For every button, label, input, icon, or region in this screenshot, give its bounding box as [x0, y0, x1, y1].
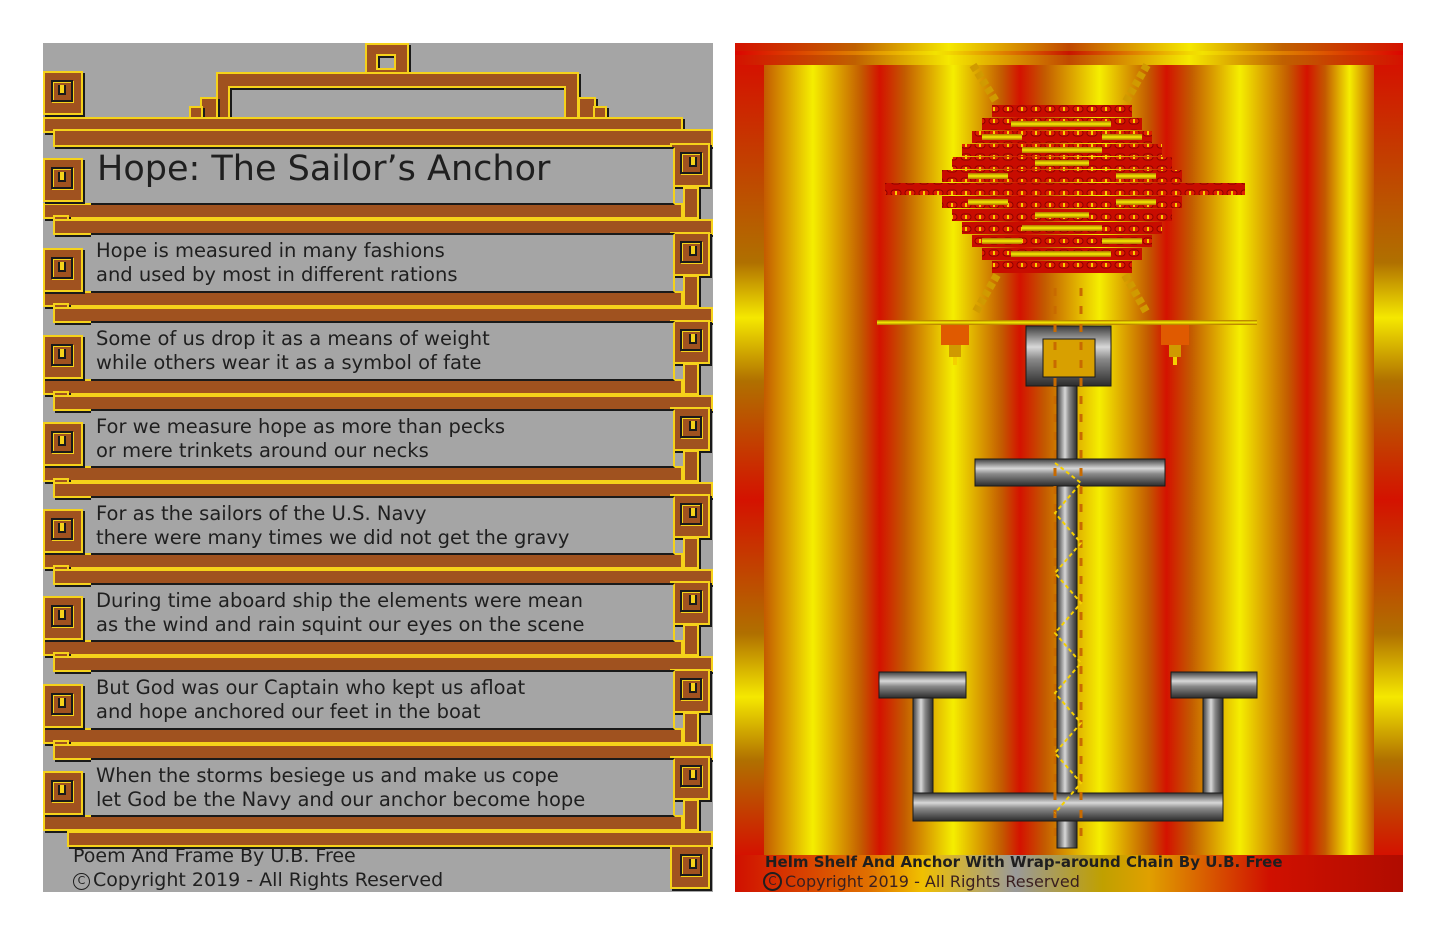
greek-key-icon — [670, 407, 710, 451]
verse-line: let God be the Navy and our anchor becom… — [96, 788, 586, 811]
poem-panel: Hope: The Sailor’s Anchor Hope is measur… — [43, 43, 713, 892]
top-shelf-rail — [735, 43, 1403, 65]
greek-key-icon — [670, 581, 710, 625]
greek-key-icon — [670, 494, 710, 538]
greek-key-icon — [43, 684, 83, 728]
chain — [1053, 288, 1083, 843]
greek-key-icon — [670, 669, 710, 713]
verse-line: For as the sailors of the U.S. Navy — [96, 502, 427, 525]
shelf — [877, 320, 1257, 365]
verse-line: while others wear it as a symbol of fate — [96, 351, 482, 374]
verse-line: and used by most in different rations — [96, 263, 458, 286]
verse-line: there were many times we did not get the… — [96, 526, 570, 549]
title-box — [91, 147, 675, 205]
verse-line: When the storms besiege us and make us c… — [96, 764, 559, 787]
copyright-icon: C — [763, 872, 782, 891]
greek-key-icon — [43, 335, 83, 379]
greek-key-icon — [670, 143, 710, 187]
poem-credit: Poem And Frame By U.B. Free — [73, 845, 356, 867]
verse-line: Hope is measured in many fashions — [96, 239, 445, 262]
greek-key-icon — [43, 596, 83, 640]
greek-key-icon — [670, 320, 710, 364]
artwork-panel: Helm Shelf And Anchor With Wrap-around C… — [735, 43, 1403, 892]
helm-wheel — [885, 62, 1245, 316]
verse-line: or mere trinkets around our necks — [96, 439, 429, 462]
greek-key-icon — [43, 71, 83, 115]
copyright-icon: C — [73, 873, 90, 890]
page-title: Hope: The Sailor’s Anchor — [97, 149, 551, 189]
caption-band — [735, 855, 1403, 892]
verse-line: During time aboard ship the elements wer… — [96, 589, 583, 612]
greek-key-icon — [43, 422, 83, 466]
greek-key-icon — [670, 232, 710, 276]
verse-line: Some of us drop it as a means of weight — [96, 327, 490, 350]
verse-line: as the wind and rain squint our eyes on … — [96, 613, 585, 636]
greek-key-icon — [43, 248, 83, 292]
verse-line: But God was our Captain who kept us aflo… — [96, 676, 526, 699]
greek-key-icon — [43, 509, 83, 553]
verse-line: and hope anchored our feet in the boat — [96, 700, 481, 723]
helm-anchor-illustration — [877, 62, 1258, 849]
right-rail — [1374, 65, 1403, 855]
artwork-credit: Helm Shelf And Anchor With Wrap-around C… — [765, 853, 1283, 871]
greek-key-icon — [43, 158, 83, 202]
verse-line: For we measure hope as more than pecks — [96, 415, 505, 438]
copyright-text: Copyright 2019 - All Rights Reserved — [93, 869, 444, 891]
greek-key-icon — [43, 771, 83, 815]
left-rail — [735, 65, 764, 855]
greek-key-icon — [670, 756, 710, 800]
copyright-text: Copyright 2019 - All Rights Reserved — [785, 872, 1080, 891]
greek-key-icon — [670, 845, 710, 889]
